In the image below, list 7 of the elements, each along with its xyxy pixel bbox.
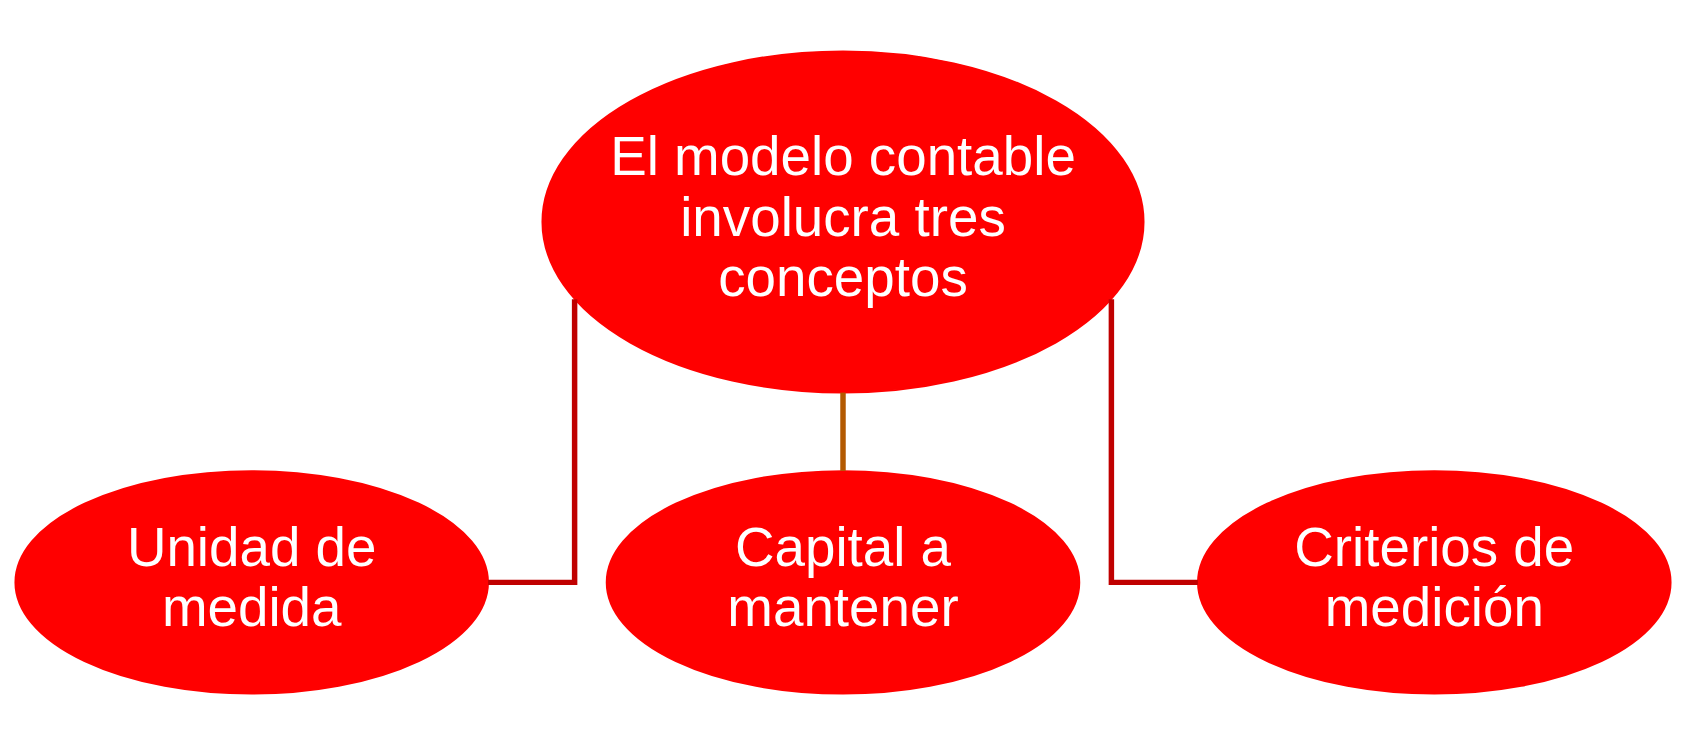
node-ellipse: Criterios de medición — [1197, 469, 1672, 695]
connector — [840, 392, 846, 471]
node-ellipse: Capital a mantener — [605, 469, 1081, 695]
connector — [1108, 298, 1198, 585]
node-ellipse: El modelo contable involucra tres conceptos — [541, 49, 1145, 393]
node-ellipse: Unidad de medida — [14, 469, 489, 695]
connector — [488, 298, 578, 585]
